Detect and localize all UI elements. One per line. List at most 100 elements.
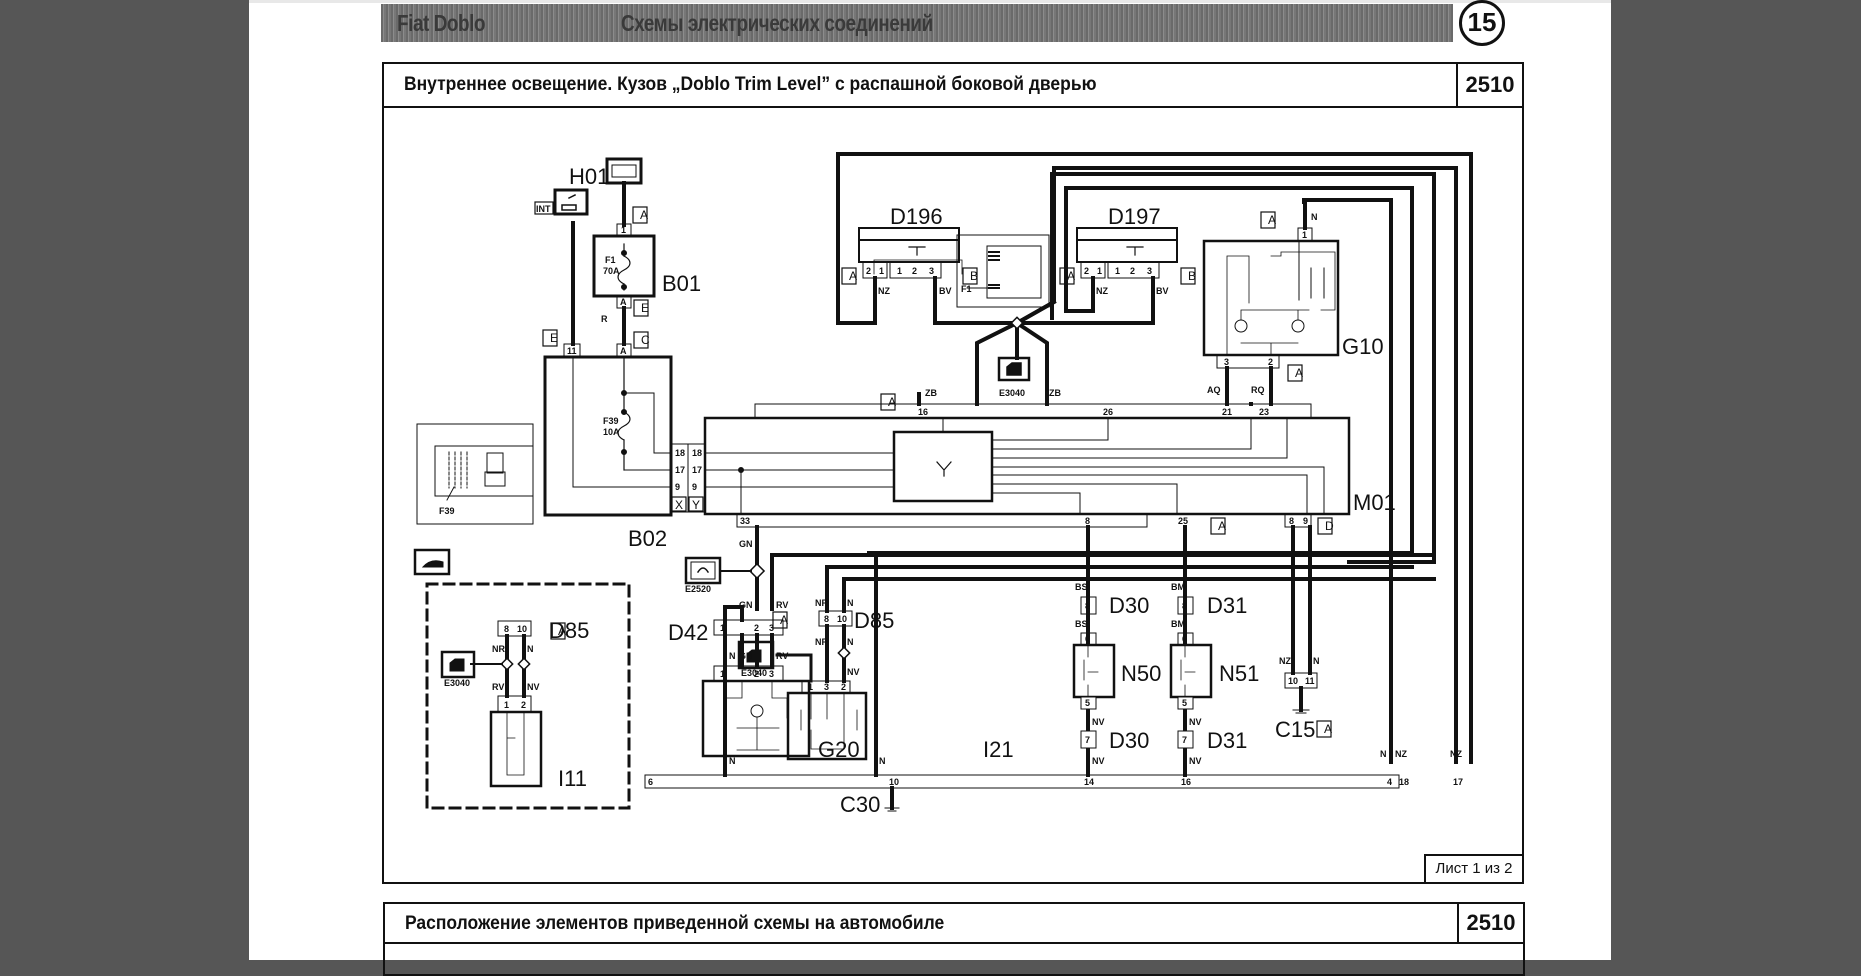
diagram-label-connector_tags-a: A xyxy=(640,208,648,222)
diagram-label-pins-g10_top: 1 xyxy=(1302,230,1307,240)
diagram-label-wire_colors-n: N xyxy=(1380,749,1387,759)
diagram-label-pins-g10_bot-0: 3 xyxy=(1224,357,1229,367)
door-icon-e3040-mid xyxy=(737,640,775,670)
diagram-label-pins-i21-1: 3 xyxy=(824,682,829,692)
diagram-label-pins-d31_top: 8 xyxy=(1182,601,1187,611)
diagram-label-pins-d197_b-0: 1 xyxy=(1115,266,1120,276)
sheet2-header: Расположение элементов приведенной схемы… xyxy=(385,904,1523,944)
diagram-label-pins-m01_top-1: 26 xyxy=(1103,407,1113,417)
diagram-label-pins-m01_d-0: 8 xyxy=(1289,516,1294,526)
diagram-label-wire_colors-zb: ZB xyxy=(925,388,937,398)
diagram-label-wire_colors-r: R xyxy=(601,314,608,324)
vehicle-icon xyxy=(413,548,451,576)
diagram-label-wire_colors-nv: NV xyxy=(1092,717,1105,727)
diagram-label-pins-m01_bot-0: 33 xyxy=(740,516,750,526)
diagram-label-pins-d85_i21-0: 8 xyxy=(824,614,829,624)
page-top-edge xyxy=(249,0,1611,3)
h01-switch-icon xyxy=(553,188,589,216)
sheet-title: Внутреннее освещение. Кузов „Doblo Trim … xyxy=(404,74,1097,95)
label-d85-mid: D85 xyxy=(854,608,894,633)
diagram-label-pins-d85_i21-1: 10 xyxy=(837,614,847,624)
label-i11: I11 xyxy=(558,766,587,791)
wiring-diagram-sheet: Внутреннее освещение. Кузов „Doblo Trim … xyxy=(382,62,1524,884)
diagram-label-wire_colors-n: N xyxy=(847,598,854,608)
diagram-label-pins-n50_top: 6 xyxy=(1085,634,1090,644)
label-n50: N50 xyxy=(1121,661,1161,686)
diagram-label-pins-b02_left: 11 xyxy=(567,346,577,356)
diagram-label-wire_colors-rq: RQ xyxy=(1251,385,1265,395)
diagram-label-pins-d197_a-0: 2 xyxy=(1084,266,1089,276)
battery-symbol xyxy=(605,157,643,185)
d196-switch xyxy=(858,227,963,279)
b01-location-inset xyxy=(956,234,1050,308)
i11-switch xyxy=(489,710,543,788)
diagram-label-wire_colors-bm: BM xyxy=(1171,582,1185,592)
diagram-label-connector_tags-e: E xyxy=(641,301,649,315)
diagram-label-connector_tags-b: B xyxy=(970,269,978,283)
page-number-badge: 15 xyxy=(1459,0,1505,46)
diagram-label-wire_colors-nv: NV xyxy=(847,667,860,677)
label-i21: I21 xyxy=(983,737,1014,762)
diagram-label-connector_tags-x: X xyxy=(675,498,683,512)
diagram-label-pins-d197_a-1: 1 xyxy=(1097,266,1102,276)
diagram-label-wire_colors-nr: NR xyxy=(815,598,828,608)
diagram-label-pins-d85_i11-0: 8 xyxy=(504,624,509,634)
n51-switch xyxy=(1169,643,1213,699)
diagram-label-wire_colors-rv: RV xyxy=(776,600,788,610)
label-f1-inset: F1 xyxy=(961,284,972,294)
diagram-label-connector_tags-a: A xyxy=(558,624,566,638)
c30-connector xyxy=(644,774,1400,789)
diagram-label-wire_colors-gn: GN xyxy=(739,600,753,610)
diagram-label-connector_tags-c: C xyxy=(641,333,650,347)
diagram-label-wire_colors-nv: NV xyxy=(1189,717,1202,727)
label-d42: D42 xyxy=(668,620,708,645)
diagram-label-pins-b02_out-0: 18 xyxy=(675,448,685,458)
diagram-label-pins-m01_in-1: 17 xyxy=(692,465,702,475)
diagram-label-pins-c30-3: 16 xyxy=(1181,777,1191,787)
diagram-label-pins-d197_b-2: 3 xyxy=(1147,266,1152,276)
diagram-label-pins-b01_bot: A xyxy=(620,297,627,307)
g10-light-unit xyxy=(1202,227,1340,369)
diagram-label-pins-m01_top-0: 16 xyxy=(918,407,928,417)
diagram-label-wire_colors-bm: BM xyxy=(1171,619,1185,629)
diagram-label-pins-b02_top: A xyxy=(620,346,627,356)
d197-switch xyxy=(1076,227,1178,279)
diagram-label-connector_tags-e: E xyxy=(550,331,558,345)
label-c15: C15 xyxy=(1275,717,1315,742)
diagram-label-pins-c30-1: 10 xyxy=(889,777,899,787)
label-m01: M01 xyxy=(1353,490,1396,515)
label-e3040-top: E3040 xyxy=(999,388,1025,398)
diagram-label-pins-c30-6: 17 xyxy=(1453,777,1463,787)
diagram-label-pins-i21-2: 2 xyxy=(841,682,846,692)
diagram-label-wire_colors-nz: NZ xyxy=(878,286,890,296)
label-f1-rating: 70A xyxy=(603,266,620,276)
diagram-label-pins-c15-0: 10 xyxy=(1288,676,1298,686)
sheet-footer: Лист 1 из 2 xyxy=(1424,854,1522,882)
header-brand: Fiat Doblo xyxy=(397,10,486,36)
diagram-label-wire_colors-nz: NZ xyxy=(1450,749,1462,759)
diagram-label-wire_colors-nz: NZ xyxy=(1395,749,1407,759)
diagram-label-wire_colors-n: N xyxy=(729,756,736,766)
diagram-label-pins-d196_b-2: 3 xyxy=(929,266,934,276)
diagram-label-connector_tags-a: A xyxy=(1218,519,1226,533)
diagram-label-pins-b02_out-2: 9 xyxy=(675,482,680,492)
diagram-label-wire_colors-bs: BS xyxy=(1075,619,1088,629)
diagram-label-wire_colors-n: N xyxy=(879,756,886,766)
diagram-label-wire_colors-nr: NR xyxy=(815,637,828,647)
label-d85-left: D85 xyxy=(549,618,589,643)
diagram-label-pins-d42-2: 3 xyxy=(769,623,774,633)
diagram-label-wire_colors-rv: RV xyxy=(492,682,504,692)
diagram-label-connector_tags-a: A xyxy=(1067,269,1075,283)
diagram-label-pins-b01_top: 1 xyxy=(621,225,626,235)
label-f39: F39 xyxy=(603,416,619,426)
sheet-header: Внутреннее освещение. Кузов „Doblo Trim … xyxy=(384,64,1522,108)
door-loop-wires xyxy=(836,152,1473,764)
fuse-f39 xyxy=(617,411,631,441)
label-n51: N51 xyxy=(1219,661,1259,686)
diagram-label-wire_colors-n: N xyxy=(1311,212,1318,222)
diagram-label-connector_tags-a: A xyxy=(780,613,788,627)
label-d30-top: D30 xyxy=(1109,593,1149,618)
label-d30-bot: D30 xyxy=(1109,728,1149,753)
header-title: Схемы электрических соединений xyxy=(621,10,933,36)
diagram-label-wire_colors-n: N xyxy=(729,651,736,661)
